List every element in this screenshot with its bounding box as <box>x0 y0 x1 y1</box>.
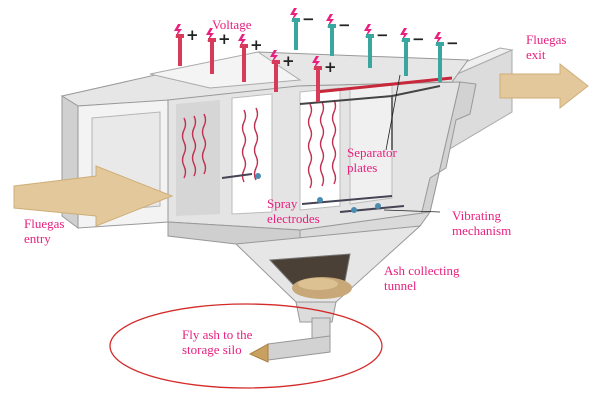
minus-terminal-rod <box>404 40 408 76</box>
plus-terminal-icon <box>240 44 248 48</box>
minus-terminal-icon <box>436 42 444 46</box>
plus-terminal-icon <box>176 34 184 38</box>
plus-terminal-rod <box>210 40 214 74</box>
minus-sign: − <box>446 34 459 52</box>
minus-sign: − <box>338 16 351 34</box>
plus-terminal-icon <box>314 66 322 70</box>
minus-sign: − <box>302 10 315 28</box>
minus-sign: − <box>376 26 389 44</box>
plus-terminal-rod <box>274 62 278 92</box>
minus-terminal-icon <box>292 18 300 22</box>
minus-terminal-icon <box>328 24 336 28</box>
plus-terminal-icon <box>272 60 280 64</box>
plus-sign: + <box>282 52 295 70</box>
voltage-label: Voltage <box>212 17 251 32</box>
minus-terminal-rod <box>294 20 298 50</box>
minus-terminal-icon <box>402 38 410 42</box>
minus-terminal-rod <box>330 26 334 56</box>
fly-ash-outlet-arrow <box>250 344 268 362</box>
plus-sign: + <box>324 58 337 76</box>
minus-terminal-icon <box>366 34 374 38</box>
minus-terminal-rod <box>438 44 442 82</box>
minus-sign: − <box>412 30 425 48</box>
plus-terminal-rod <box>242 46 246 82</box>
plus-terminal-rod <box>178 36 182 66</box>
plus-sign: + <box>250 36 263 54</box>
plus-terminal-rod <box>316 68 320 102</box>
minus-terminal-rod <box>368 36 372 68</box>
fluegas-exit-arrow <box>500 64 588 108</box>
plus-terminal-icon <box>208 38 216 42</box>
plus-sign: + <box>186 26 199 44</box>
plus-sign: + <box>218 30 231 48</box>
